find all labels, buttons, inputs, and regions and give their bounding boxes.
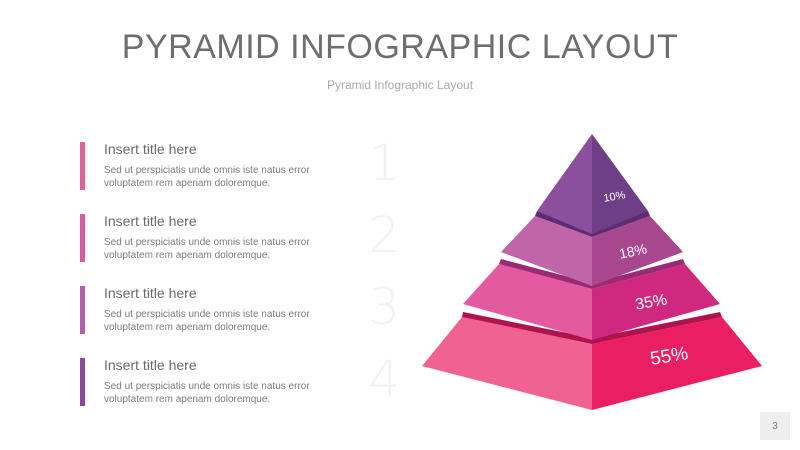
level-2-left-face — [501, 216, 592, 286]
pyramid-level-4: 55% — [422, 312, 762, 410]
item-title: Insert title here — [104, 213, 197, 229]
item-title: Insert title here — [104, 357, 197, 373]
list-item: 1 Insert title here Sed ut perspiciatis … — [80, 134, 400, 194]
list-item: 4 Insert title here Sed ut perspiciatis … — [80, 350, 400, 410]
item-number: 4 — [368, 350, 400, 408]
level-3-right-face — [592, 264, 720, 340]
item-accent-bar — [80, 214, 85, 262]
item-description: Sed ut perspiciatis unde omnis iste natu… — [104, 165, 310, 189]
page-number: 3 — [760, 412, 790, 440]
level-4-left-face — [422, 317, 592, 410]
item-title: Insert title here — [104, 285, 197, 301]
item-title: Insert title here — [104, 141, 197, 157]
item-accent-bar — [80, 286, 85, 334]
pyramid-level-3: 35% — [463, 259, 720, 340]
item-accent-bar — [80, 142, 85, 190]
item-description: Sed ut perspiciatis unde omnis iste natu… — [104, 237, 310, 261]
level-2-right-face — [592, 216, 683, 286]
pyramid-level-1: 10% — [537, 134, 648, 234]
level-4-right-face — [592, 317, 762, 410]
level-3-left-face — [463, 264, 592, 340]
slide-subtitle: Pyramid Infographic Layout — [326, 78, 474, 92]
level-2-percent: 18% — [618, 240, 649, 261]
level-1-left-face — [537, 134, 592, 234]
item-number: 2 — [368, 206, 400, 264]
level-1-right-face — [592, 134, 648, 234]
list-item: 3 Insert title here Sed ut perspiciatis … — [80, 278, 400, 338]
level-1-percent: 10% — [603, 189, 627, 205]
item-number: 3 — [368, 278, 400, 336]
item-number: 1 — [368, 134, 400, 192]
item-description: Sed ut perspiciatis unde omnis iste natu… — [104, 381, 310, 405]
item-description: Sed ut perspiciatis unde omnis iste natu… — [104, 309, 310, 333]
level-3-percent: 35% — [634, 291, 668, 313]
item-accent-bar — [80, 358, 85, 406]
list-item: 2 Insert title here Sed ut perspiciatis … — [80, 206, 400, 266]
slide-title: PYRAMID INFOGRAPHIC LAYOUT — [121, 28, 679, 66]
